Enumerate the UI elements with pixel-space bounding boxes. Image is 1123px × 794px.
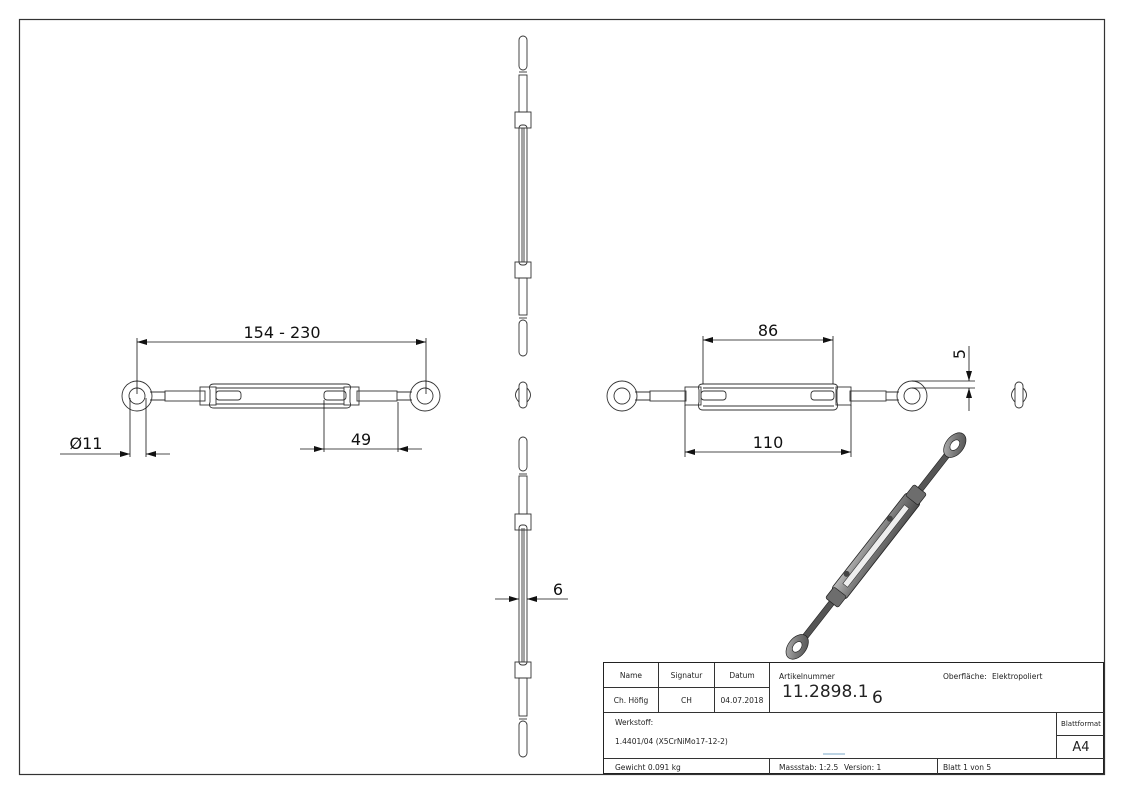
value-datum: 04.07.2018 [720,695,764,705]
dim-overall-length: 154 - 230 [243,323,320,342]
dim-nut-span: 110 [753,433,784,452]
header-datum: Datum [729,670,755,680]
version: Version: 1 [844,763,882,772]
artikelnummer-suffix: 6 [872,688,883,708]
value-signatur: CH [681,695,692,705]
artikelnummer-label: Artikelnummer [779,672,835,681]
werkstoff-value: 1.4401/04 (X5CrNiMo17-12-2) [615,737,728,746]
blatt: Blatt 1 von 5 [943,763,992,772]
dim-eye-diameter: Ø11 [70,434,103,453]
header-name: Name [619,670,643,680]
end-view-right [1011,381,1027,409]
bottom-view [514,436,532,758]
dim-body-length: 86 [758,321,778,340]
sheet-border [18,18,1106,776]
blattformat-value: A4 [1072,739,1090,755]
dim-thread-length: 49 [351,430,371,449]
massstab: Massstab: 1:2.5 [779,763,839,772]
value-name: Ch. Höfig [613,695,649,705]
artikelnummer-value: 11.2898.1 [782,682,869,702]
end-view-center [515,381,531,409]
oberflaeche-label: Oberfläche: [943,672,987,681]
gewicht: Gewicht 0.091 kg [615,763,681,772]
front-view [121,380,441,412]
werkstoff-label: Werkstoff: [615,718,654,727]
header-signatur: Signatur [670,670,703,680]
dim-body-width: 6 [553,580,563,599]
front-view-dimensions [60,338,427,457]
title-block: Name Signatur Datum Ch. Höfig CH 04.07.2… [603,662,1105,775]
dim-eye-thickness: 5 [950,349,969,359]
side-view-right-dimensions [684,336,975,457]
blattformat-label: Blattformat [1061,720,1101,728]
isometric-view [785,432,967,660]
oberflaeche-value: Elektropoliert [992,672,1043,681]
top-view [514,35,532,357]
side-view-right [606,380,928,412]
